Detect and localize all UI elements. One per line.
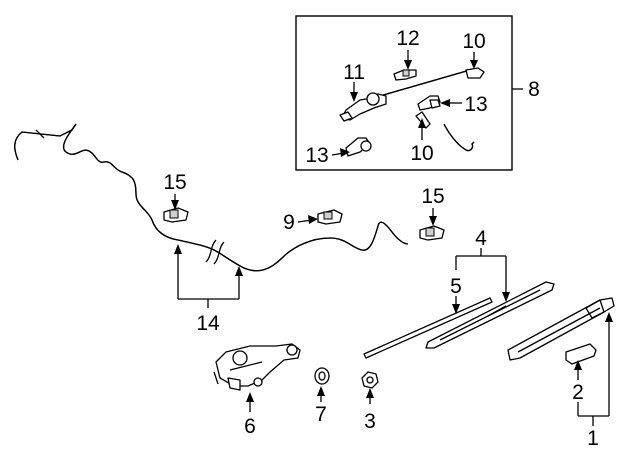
callout-labels: 1 2 3 4 5 6 7 8 9 10 10 11 12 13 13 14 1…	[163, 27, 599, 450]
callout-13-right: 13	[464, 93, 487, 116]
part-4-wiper-blade	[425, 281, 555, 349]
callout-4: 4	[475, 227, 487, 250]
leader-lines	[171, 50, 613, 426]
callout-9: 9	[283, 211, 295, 234]
part-14-washer-hose	[14, 123, 409, 272]
part-2-arm-cap	[565, 343, 597, 365]
callout-1: 1	[587, 427, 599, 450]
part-3-nut	[361, 371, 379, 389]
callout-8: 8	[528, 78, 540, 101]
callout-10-upper: 10	[462, 30, 485, 53]
part-7-grommet	[314, 367, 330, 385]
callout-7: 7	[315, 403, 327, 426]
part-11-nozzle-assembly	[339, 69, 471, 122]
callout-5: 5	[450, 275, 462, 298]
part-5-blade-insert	[363, 297, 493, 359]
callout-14: 14	[196, 312, 220, 335]
callout-13-left: 13	[305, 144, 328, 167]
callout-6: 6	[244, 415, 256, 438]
callout-11: 11	[343, 61, 365, 84]
part-6-wiper-motor	[213, 343, 301, 391]
callout-3: 3	[364, 410, 376, 433]
callout-15-left: 15	[163, 171, 186, 194]
callout-2: 2	[572, 381, 584, 404]
inset-hose-loop	[443, 123, 475, 152]
part-12-tee-connector	[393, 69, 417, 81]
part-10-clip-upper	[465, 67, 485, 79]
part-13-connector-left	[345, 137, 372, 157]
part-15-clip-right	[419, 225, 445, 241]
callout-10-lower: 10	[410, 142, 433, 165]
part-15-clip-left	[163, 207, 189, 223]
part-1-wiper-arm	[507, 297, 615, 361]
callout-12: 12	[396, 27, 419, 50]
part-9-grommet	[317, 209, 343, 225]
callout-15-right: 15	[421, 185, 444, 208]
inset-box	[295, 15, 523, 171]
part-13-connector-right	[417, 95, 441, 111]
